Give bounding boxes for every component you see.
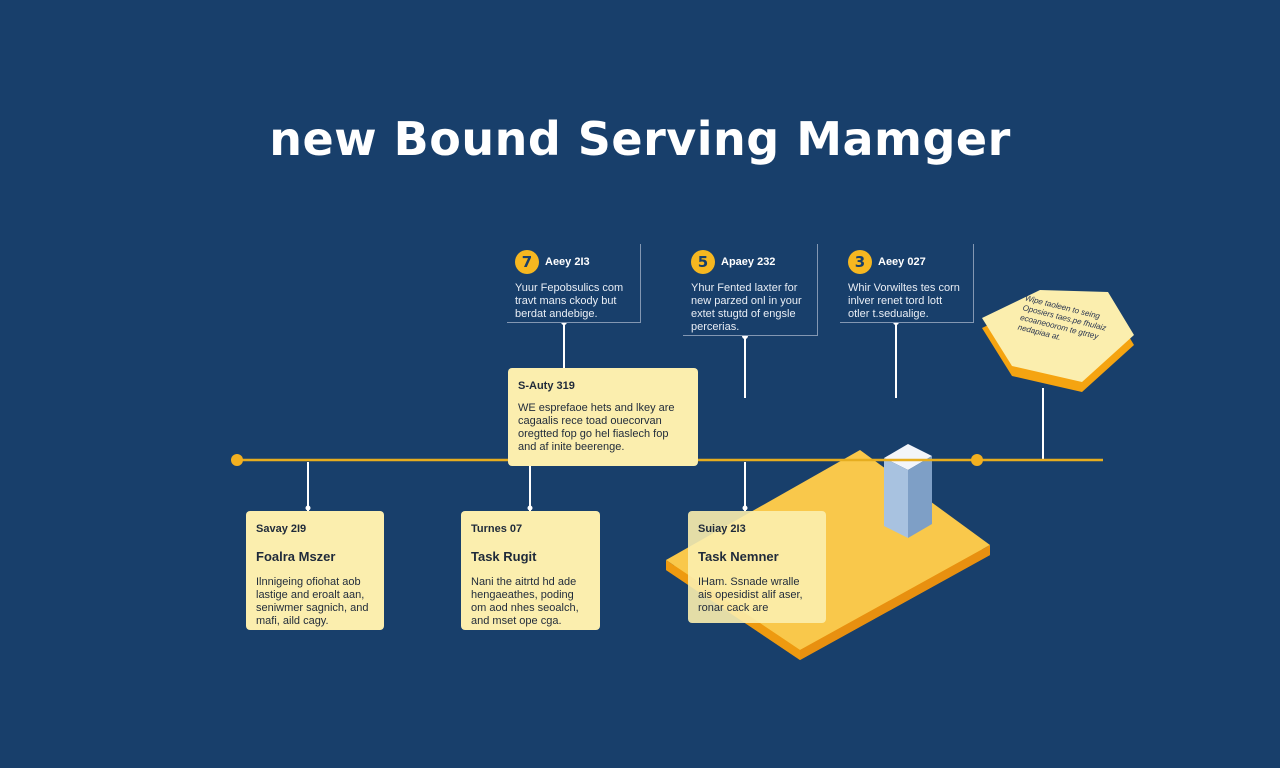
card-date: Aeey 027	[878, 256, 926, 268]
card-text: Nani the aitrtd hd ade hengaeathes, podi…	[471, 576, 579, 627]
card-date: Apaey 232	[721, 256, 776, 268]
card-text: Ilnnigeing ofiohat aob lastige and eroal…	[256, 576, 369, 627]
hexagon-card	[982, 290, 1134, 392]
server-block-icon	[884, 444, 932, 538]
step-badge: 5	[691, 250, 715, 274]
bottom-card: Suiay 2I3 Task Nemner IHam. Ssnade wrall…	[688, 511, 826, 623]
step-badge: 3	[848, 250, 872, 274]
timeline-end-dot	[971, 454, 983, 466]
step-badge: 7	[515, 250, 539, 274]
card-heading: Task Rugit	[471, 549, 537, 564]
card-text: IHam. Ssnade wralle ais opesidist alif a…	[698, 576, 803, 614]
card-text: Whir Vorwiltes tes corn inlver renet tor…	[848, 282, 960, 320]
center-card: S-Auty 319 WE esprefaoe hets and lkey ar…	[508, 368, 698, 466]
top-card: 7 Aeey 2I3 Yuur Fepobsulics com travt man…	[507, 244, 641, 323]
card-heading: Foalra Mszer	[256, 549, 336, 564]
card-date: S-Auty 319	[518, 380, 575, 392]
connector-lines	[307, 322, 1044, 511]
card-date: Turnes 07	[471, 523, 523, 535]
card-date: Suiay 2I3	[698, 523, 746, 535]
card-date: Savay 2I9	[256, 523, 307, 535]
top-card: 3 Aeey 027 Whir Vorwiltes tes corn inlver…	[840, 244, 974, 323]
bottom-card: Savay 2I9 Foalra Mszer Ilnnigeing ofioha…	[246, 511, 384, 630]
timeline-start-dot	[231, 454, 243, 466]
card-text: WE esprefaoe hets and lkey are cagaalis …	[518, 402, 675, 453]
card-heading: Task Nemner	[698, 549, 779, 564]
bottom-card: Turnes 07 Task Rugit Nani the aitrtd hd …	[461, 511, 600, 630]
diagram-title: new Bound Serving Mamger	[269, 112, 1011, 166]
card-text: Yhur Fented laxter for new parzed onl in…	[691, 282, 802, 333]
card-date: Aeey 2I3	[545, 256, 590, 268]
card-text: Yuur Fepobsulics com travt mans ckody bu…	[515, 282, 624, 320]
top-card: 5 Apaey 232 Yhur Fented laxter for new pa…	[683, 244, 818, 336]
